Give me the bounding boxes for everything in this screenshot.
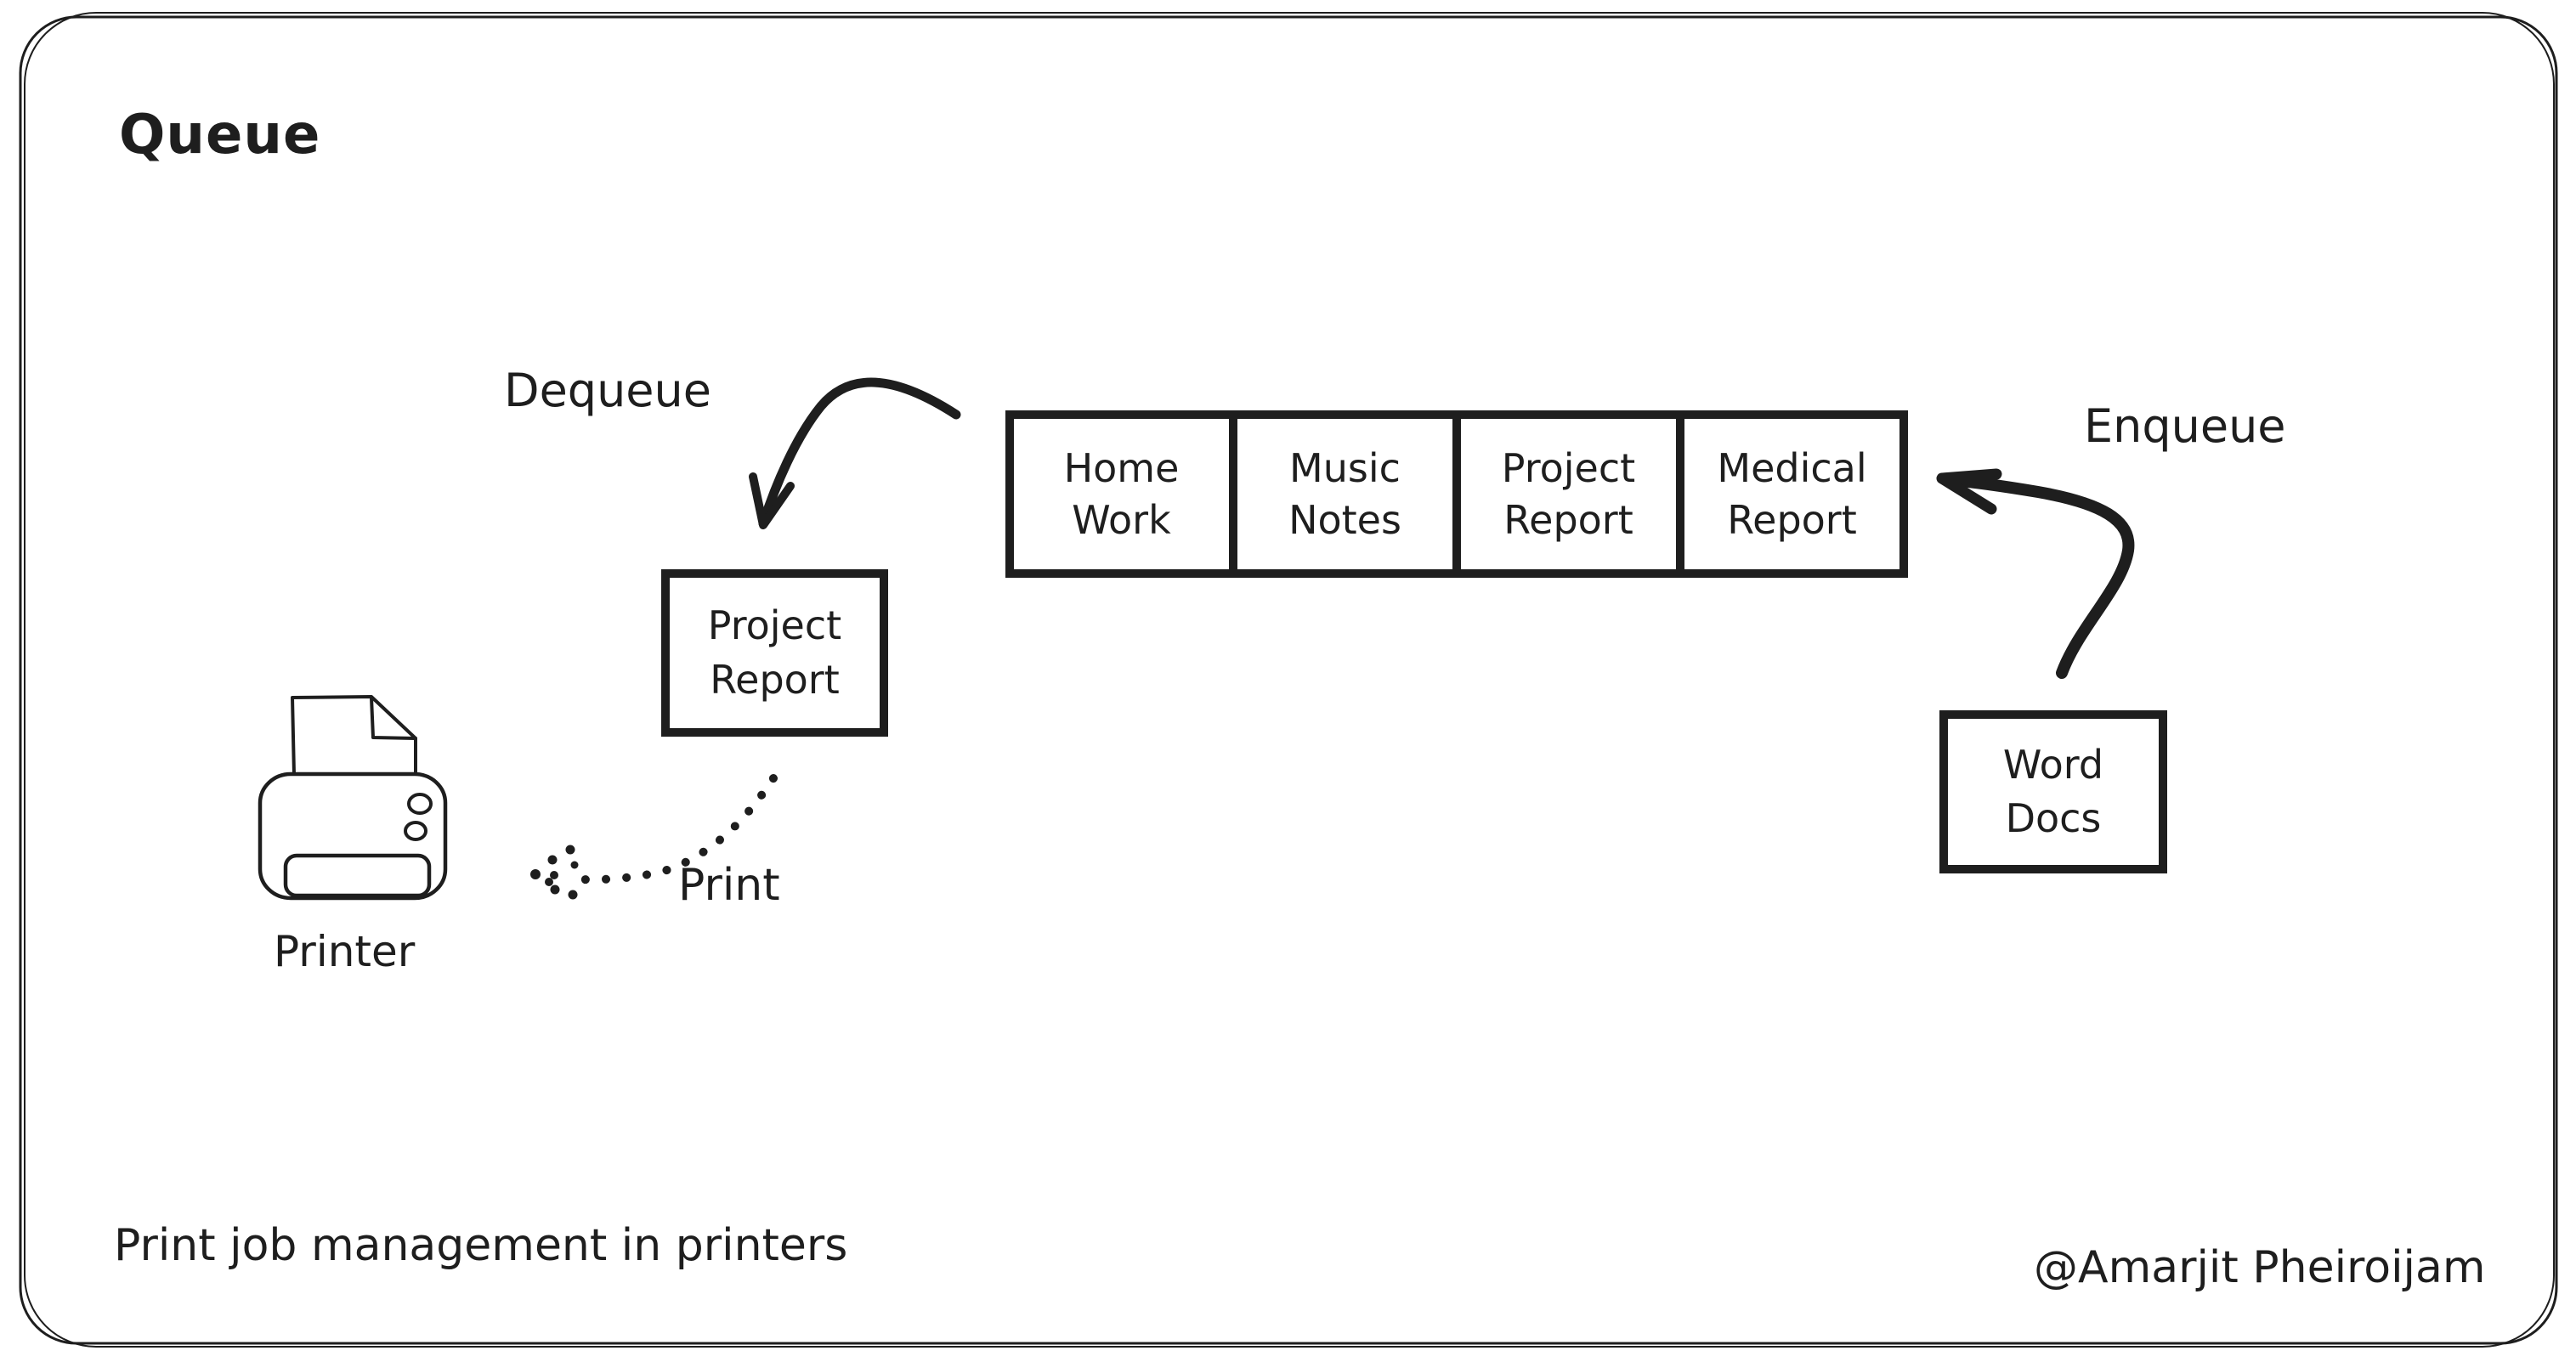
queue-item-music-notes: Music Notes <box>1229 410 1461 578</box>
author-credit: @Amarjit Pheiroijam <box>2034 1242 2486 1293</box>
queue-item-home-work: Home Work <box>1005 410 1237 578</box>
incoming-item-line: Docs <box>2005 795 2102 841</box>
incoming-item-box: Word Docs <box>1939 710 2167 873</box>
queue-item-line: Project <box>1501 444 1636 491</box>
dequeued-item-box: Project Report <box>661 569 888 737</box>
print-arrow-icon <box>530 774 778 900</box>
print-label: Print <box>678 860 780 911</box>
printer-icon <box>258 695 448 901</box>
printer-label: Printer <box>274 927 416 976</box>
queue-item-line: Report <box>1503 496 1633 543</box>
queue-item-line: Home <box>1063 444 1180 491</box>
queue-item-line: Work <box>1072 496 1171 543</box>
dequeue-arrow-icon <box>749 377 961 529</box>
queue-item-medical-report: Medical Report <box>1676 410 1908 578</box>
queue-item-line: Medical <box>1717 444 1867 491</box>
queue-item-line: Report <box>1727 496 1857 543</box>
printer-button-top <box>407 793 433 815</box>
enqueue-arrow-icon <box>1936 468 2135 679</box>
print-arrowhead <box>530 845 579 900</box>
queue-row: Home Work Music Notes Project Report Med… <box>1005 410 1908 578</box>
incoming-item-line: Word <box>2002 741 2104 788</box>
queue-item-project-report: Project Report <box>1452 410 1684 578</box>
canvas-border <box>19 12 2558 1348</box>
printer-paper-fold <box>370 696 417 740</box>
printer-tray <box>283 853 432 898</box>
page-title: Queue <box>119 104 321 167</box>
dequeued-item-line: Project <box>707 602 842 649</box>
dequeue-label: Dequeue <box>504 364 711 417</box>
queue-item-line: Notes <box>1288 496 1401 543</box>
printer-paper <box>291 695 417 777</box>
enqueue-label: Enqueue <box>2084 399 2286 453</box>
dequeued-item-line: Report <box>710 656 840 703</box>
printer-button-bottom <box>404 821 427 841</box>
queue-item-line: Music <box>1289 444 1401 491</box>
diagram-caption: Print job management in printers <box>114 1220 848 1271</box>
